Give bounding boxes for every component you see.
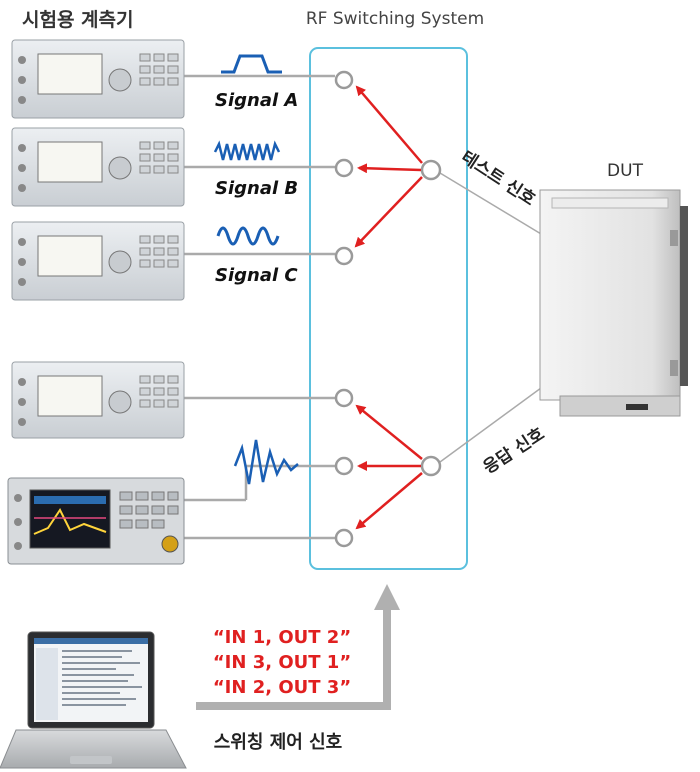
signal-generator-3 [11, 221, 185, 301]
arrow-response-to-out-3 [355, 472, 423, 530]
system-title: RF Switching System [306, 9, 484, 29]
signal-generator-1 [11, 39, 185, 119]
sine-wave-icon [216, 226, 280, 246]
arrow-test-to-port-2 [357, 163, 422, 174]
switch-arrows [354, 85, 423, 530]
dut-cabinet-icon [539, 189, 688, 417]
response-common-port [420, 455, 442, 477]
spectrum-analyzer [7, 477, 185, 565]
input-port-2 [334, 158, 354, 178]
signal-generator-4 [11, 361, 185, 439]
dut-title: DUT [607, 161, 644, 181]
arrow-test-to-port-3 [354, 176, 423, 248]
response-wave-icon [233, 439, 299, 485]
arrow-response-to-out-1 [355, 404, 423, 460]
signal-b-label: Signal B [215, 178, 298, 199]
response-signal-label: 응답 신호 [480, 424, 549, 478]
command-2: “IN 3, OUT 1” [213, 652, 351, 673]
switch-control-label: 스위칭 제어 신호 [214, 732, 342, 753]
pulse-wave-icon [221, 54, 282, 74]
control-arrow-head [374, 584, 400, 610]
command-3: “IN 2, OUT 3” [213, 677, 351, 698]
rf-switching-system-box [309, 47, 468, 570]
signal-c-label: Signal C [215, 265, 298, 286]
arrow-test-to-port-1 [355, 85, 423, 164]
command-1: “IN 1, OUT 2” [213, 627, 351, 648]
output-port-2 [334, 456, 354, 476]
signal-generator-2 [11, 127, 185, 207]
test-signal-label: 테스트 신호 [457, 147, 539, 210]
switch-ports [334, 70, 442, 548]
dense-sine-wave-icon [213, 140, 281, 161]
input-port-3 [334, 246, 354, 266]
dut-wires [439, 172, 557, 463]
output-port-3 [334, 528, 354, 548]
input-port-1 [334, 70, 354, 90]
test-common-port [420, 159, 442, 181]
control-arrow [196, 608, 391, 710]
laptop-icon [0, 631, 187, 769]
output-port-1 [334, 388, 354, 408]
instruments-title: 시험용 계측기 [22, 9, 134, 31]
signal-a-label: Signal A [215, 90, 298, 111]
